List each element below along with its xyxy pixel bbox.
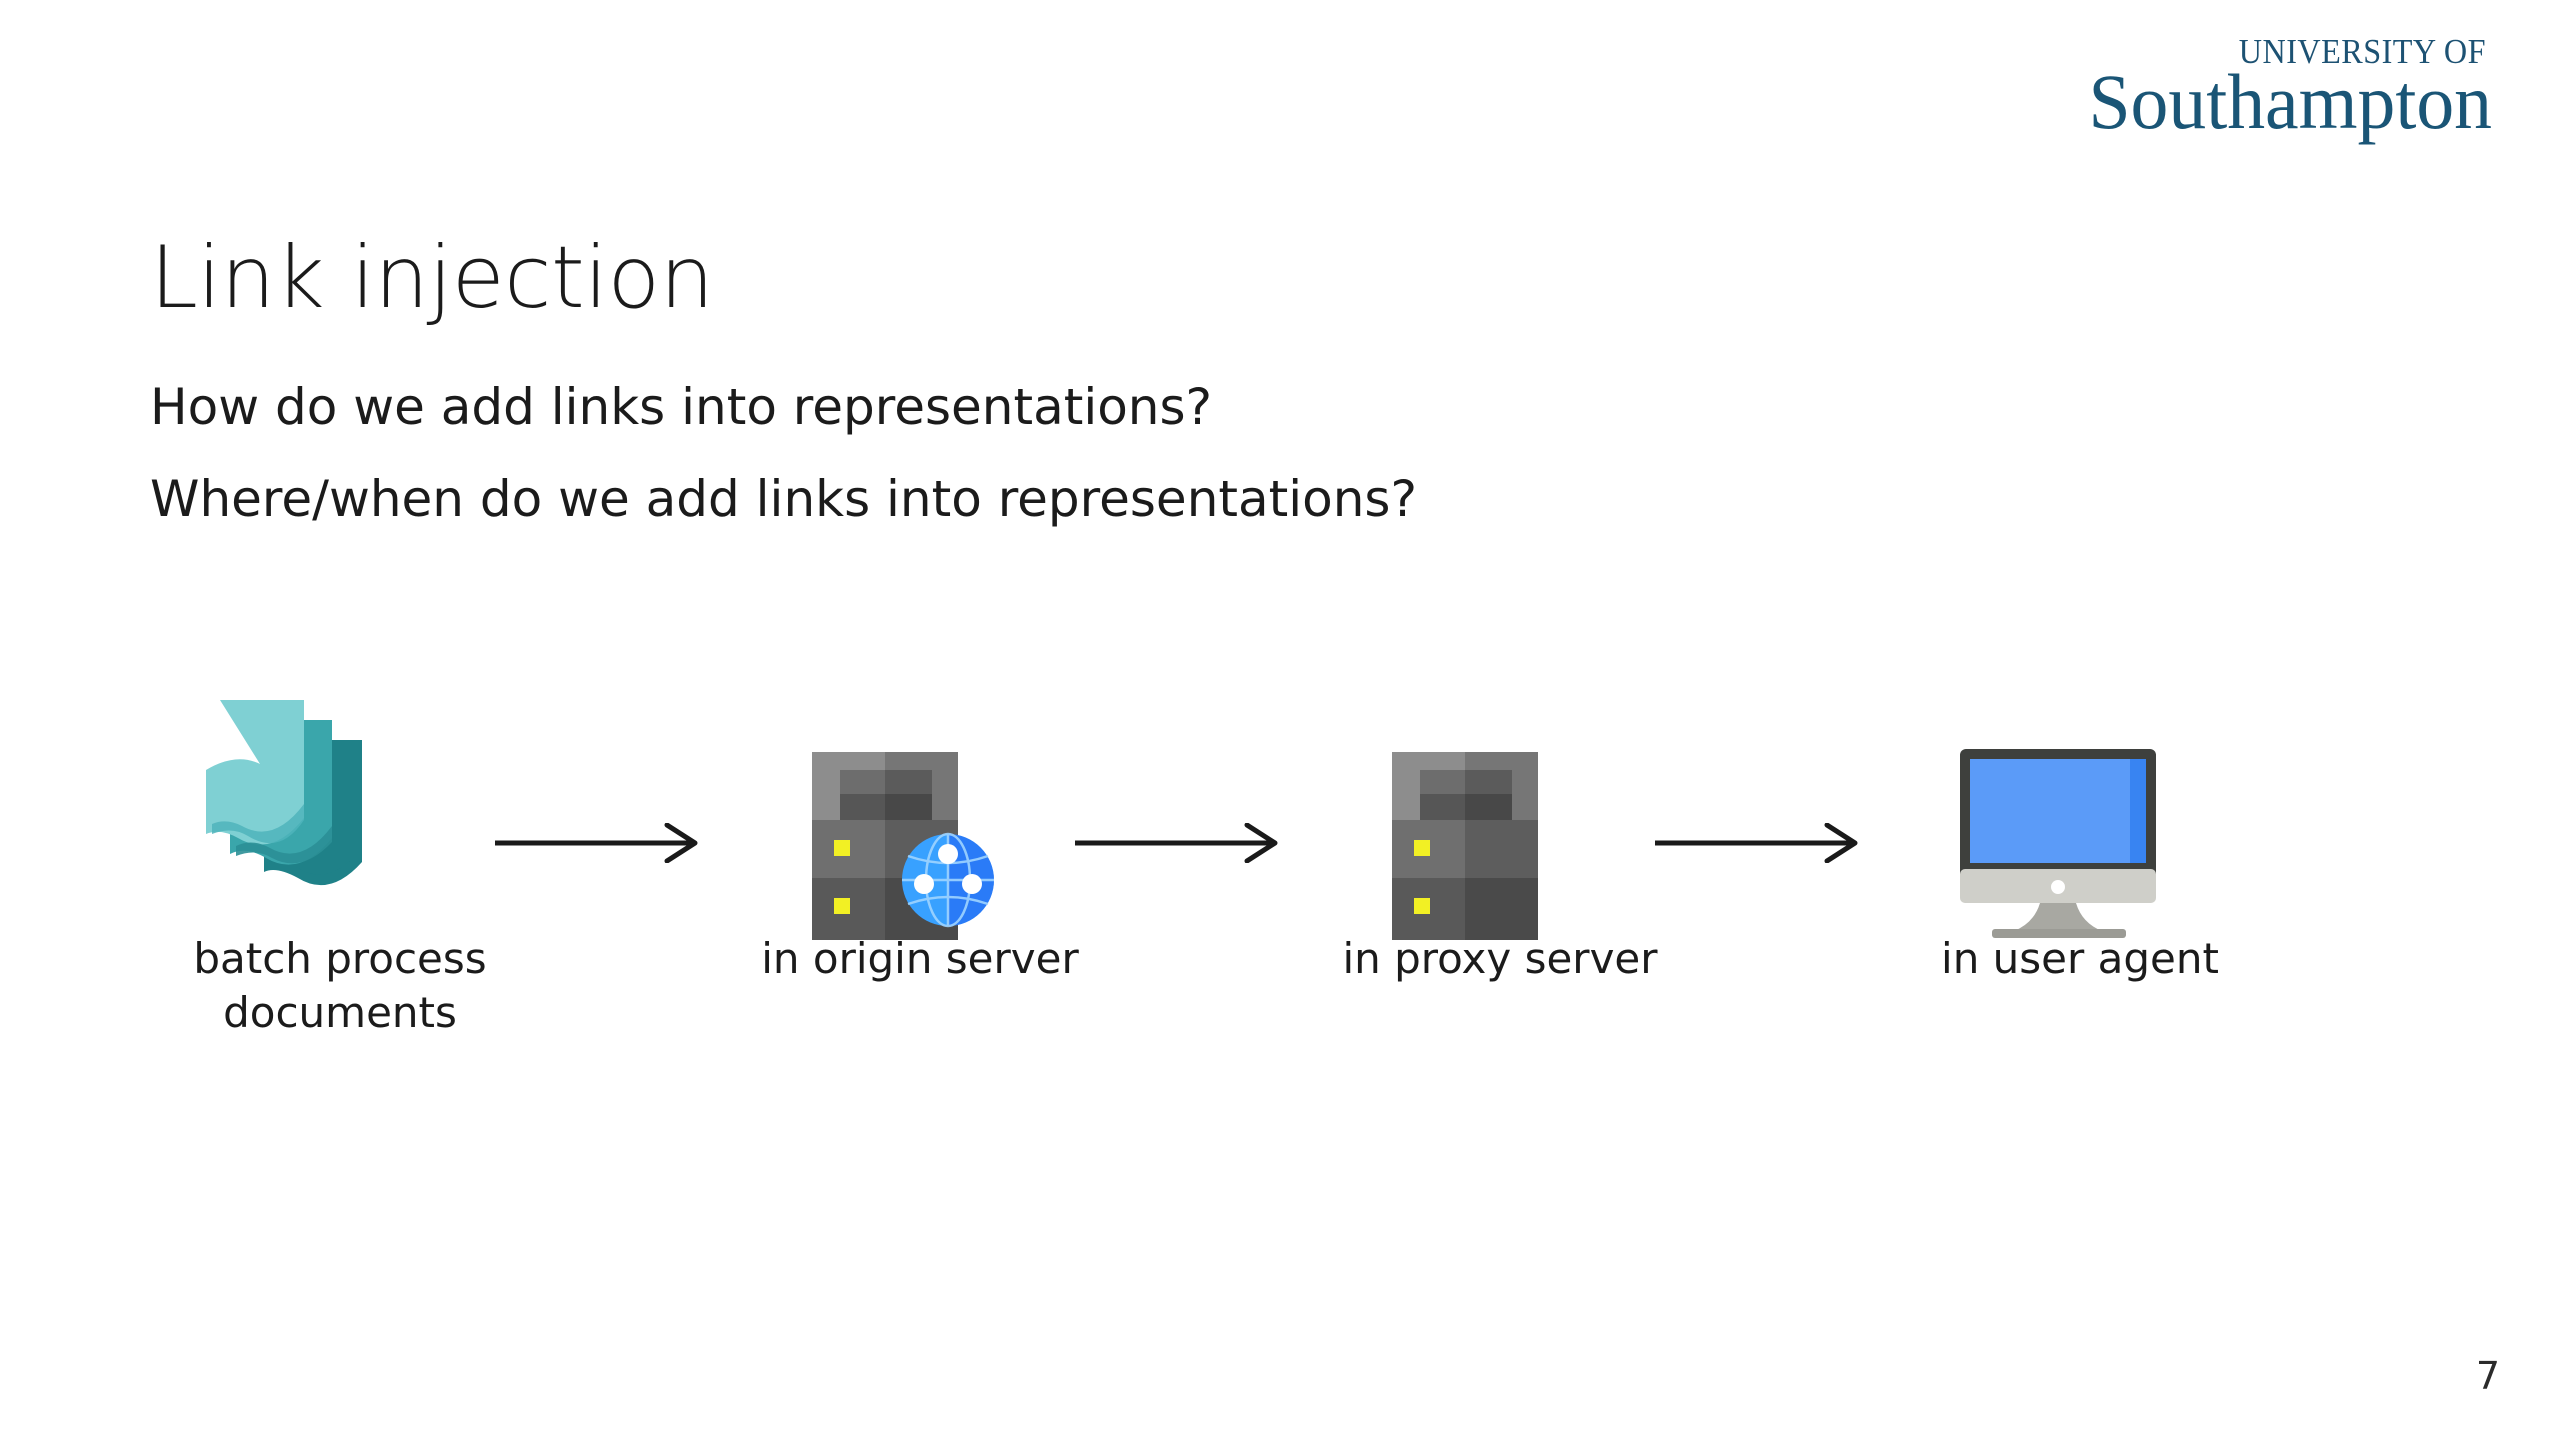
stage-artwork [1310,700,1690,950]
stage-label-line-1: in user agent [1941,934,2219,983]
stage-label: in origin server [730,932,1110,986]
pipeline-arrow-1 [495,823,705,863]
logo-main-text: Southampton [2088,58,2492,145]
page-title: Link injection [150,228,714,328]
monitor-icon [1960,749,2156,938]
stage-label-line-1: batch process [193,934,487,983]
stage-artwork [150,700,530,950]
stage-artwork [1890,700,2270,950]
stage-label-line-1: in proxy server [1342,934,1658,983]
body-line-question-how: How do we add links into representations… [150,378,1213,436]
globe-icon [902,832,994,928]
pipeline-stage-proxy-server: in proxy server [1310,700,1690,1020]
body-line-question-where: Where/when do we add links into represen… [150,470,1417,528]
documents-stack-icon [206,700,362,886]
stage-label-line-2: documents [223,987,457,1037]
server-icon [1392,752,1538,940]
server-globe-icon [812,752,994,940]
logo-top-text: UNIVERSITY OF [2238,32,2486,71]
pipeline-arrow-2 [1075,823,1285,863]
page-number: 7 [2475,1354,2500,1398]
pipeline-stage-origin-server: in origin server [730,700,1110,1020]
pipeline-stage-batch-process-documents: batch process documents [150,700,530,1037]
pipeline-stage-user-agent: in user agent [1890,700,2270,1020]
stage-label: in user agent [1890,932,2270,986]
stage-artwork [730,700,1110,950]
pipeline-arrow-3 [1655,823,1865,863]
link-injection-pipeline: batch process documents [150,700,2410,1037]
university-logo: UNIVERSITY OF Southampton [2072,34,2492,144]
stage-label-line-1: in origin server [761,934,1079,983]
stage-label: batch process documents [150,932,530,1040]
stage-label: in proxy server [1310,932,1690,986]
